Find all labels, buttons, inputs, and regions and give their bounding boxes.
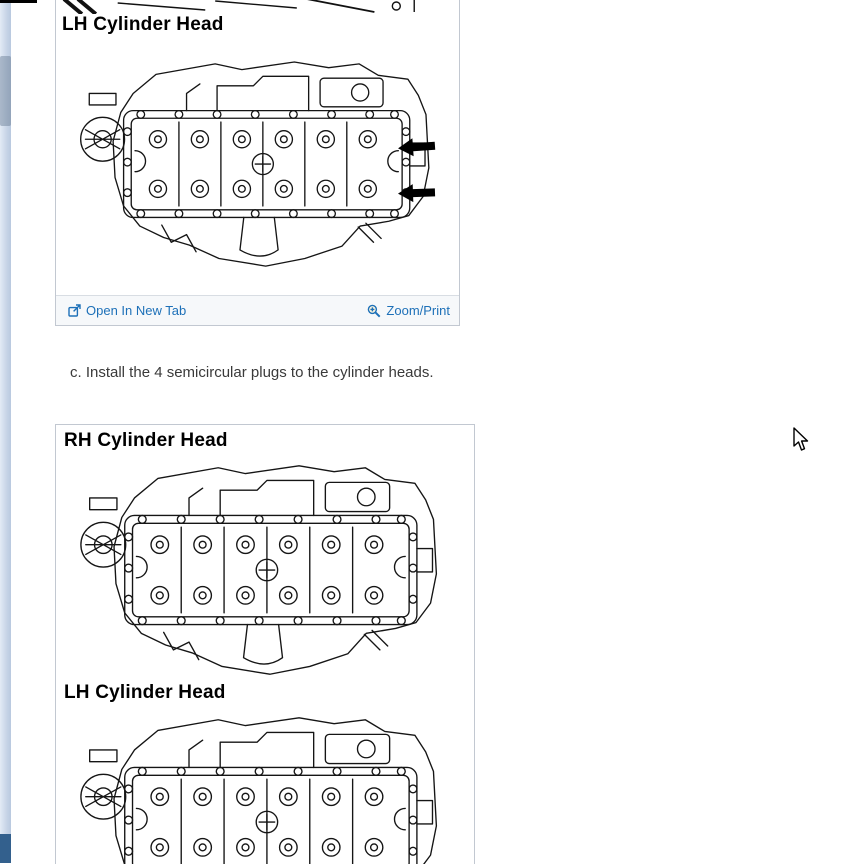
figure2-rh-title: RH Cylinder Head: [64, 430, 228, 451]
zoom-print-link[interactable]: Zoom/Print: [367, 303, 450, 318]
zoom-print-label: Zoom/Print: [386, 303, 450, 318]
rh-cylinder-head-diagram: [68, 459, 460, 683]
open-in-new-tab-icon: [68, 304, 81, 317]
figure-panel-top: LH Cylinder Head Open In New Tab: [55, 0, 460, 326]
left-scrollbar-track[interactable]: [0, 0, 11, 863]
top-edge-fragment: [0, 0, 37, 3]
callout-arrow-top: [398, 138, 436, 157]
instruction-step: c. Install the 4 semicircular plugs to t…: [70, 364, 434, 381]
figure1-title: LH Cylinder Head: [62, 14, 224, 35]
lh-cylinder-head-diagram-2: [68, 711, 460, 864]
figure-panel-bottom: RH Cylinder Head LH Cylinder Head: [55, 424, 475, 864]
figure-toolbar: Open In New Tab Zoom/Print: [56, 295, 459, 325]
open-in-new-tab-link[interactable]: Open In New Tab: [68, 303, 186, 318]
lh-cylinder-head-diagram: [74, 45, 446, 285]
callout-arrow-bottom: [398, 184, 436, 203]
zoom-in-icon: [368, 304, 381, 317]
left-scrollbar-bottom-segment: [0, 834, 11, 863]
left-scrollbar-thumb[interactable]: [0, 56, 11, 126]
cropped-diagram-fragment: [62, 0, 415, 14]
mouse-cursor: [793, 427, 809, 451]
open-in-new-tab-label: Open In New Tab: [86, 303, 187, 318]
figure2-lh-title: LH Cylinder Head: [64, 682, 226, 703]
